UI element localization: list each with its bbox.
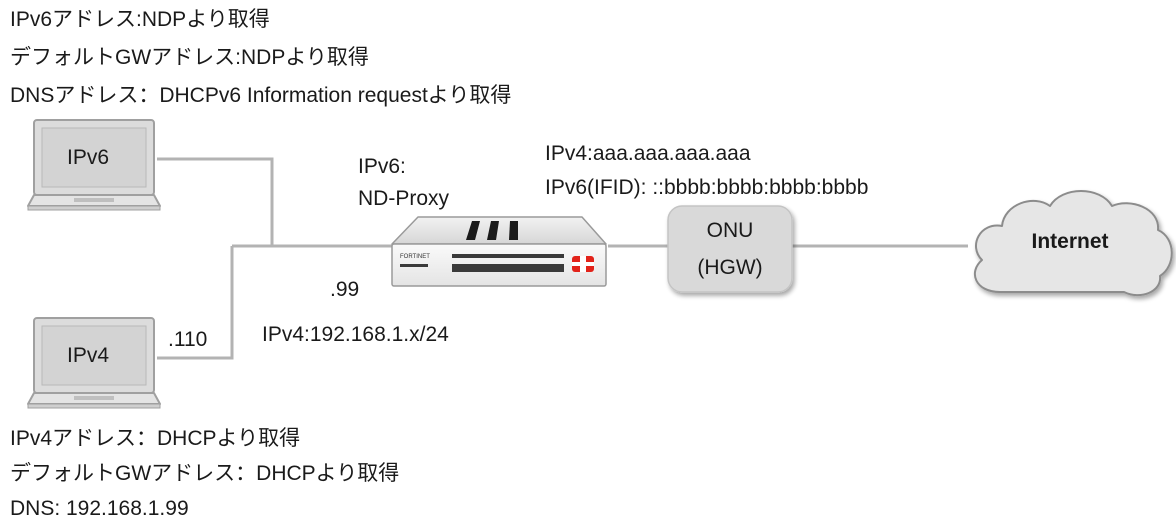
link-ipv4-laptop: [157, 246, 234, 360]
lan-subnet-label: IPv4:192.168.1.x/24: [262, 323, 449, 346]
onu-device: ONU (HGW): [667, 205, 793, 293]
laptop-ipv6: IPv6: [27, 119, 161, 211]
ipv6-note-gateway: デフォルトGWアドレス:NDPより取得: [10, 46, 369, 69]
ipv4-host-address: .110: [168, 328, 208, 351]
onu-label: ONU: [707, 219, 754, 242]
connection-lines: [157, 157, 968, 360]
link-ipv6-laptop: [157, 157, 274, 246]
firewall-mode-value: ND-Proxy: [358, 187, 450, 210]
ipv4-note-dns: DNS: 192.168.1.99: [10, 497, 189, 520]
ipv6-note-address: IPv6アドレス:NDPより取得: [10, 8, 270, 31]
ipv4-note-gateway: デフォルトGWアドレス：DHCPより取得: [10, 462, 400, 485]
ipv4-note-address: IPv4アドレス：DHCPより取得: [10, 427, 301, 450]
ipv6-note-dns: DNSアドレス：DHCPv6 Information requestより取得: [10, 84, 512, 107]
laptop-ipv4-label: IPv4: [67, 344, 109, 367]
firewall-brand: FORTINET: [400, 254, 430, 260]
laptop-ipv6-label: IPv6: [67, 146, 109, 169]
internet-cloud-icon: Internet: [973, 190, 1173, 297]
onu-sublabel: (HGW): [697, 256, 762, 279]
internet-label: Internet: [1031, 230, 1108, 253]
firewall-mode-label: IPv6:: [358, 155, 406, 178]
laptop-ipv4: IPv4: [27, 317, 161, 409]
firewall-device: FORTINET: [391, 216, 607, 287]
fortinet-logo-icon: [572, 256, 594, 272]
firewall-ports: [400, 254, 564, 272]
lan-interface-address: .99: [330, 278, 360, 301]
wan-ipv4-label: IPv4:aaa.aaa.aaa.aaa: [545, 142, 751, 165]
wan-ipv6-label: IPv6(IFID): ::bbbb:bbbb:bbbb:bbbb: [545, 176, 869, 199]
